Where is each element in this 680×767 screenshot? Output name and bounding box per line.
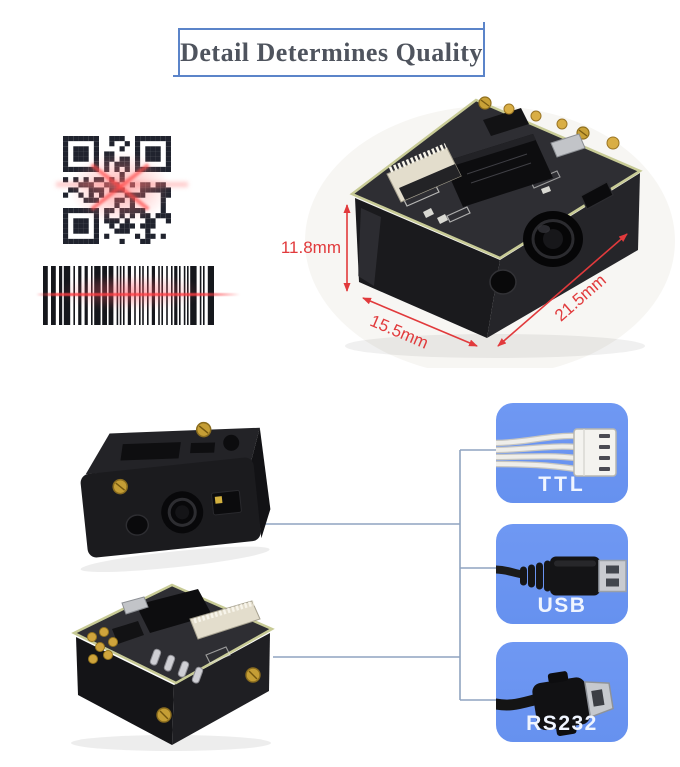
interface-label-ttl: TTL xyxy=(538,473,586,496)
page-title: Detail Determines Quality xyxy=(180,37,483,67)
interface-label-rs232: RS232 xyxy=(526,712,598,735)
scanner-module-pcb-photo xyxy=(56,574,288,754)
interface-box-usb: USB xyxy=(496,524,628,624)
title-banner: Detail Determines Quality xyxy=(173,22,485,77)
scanner-module-front-photo xyxy=(58,412,273,572)
qr-code-icon xyxy=(63,136,171,244)
barcode-icon xyxy=(42,266,214,325)
rs232-connector-icon xyxy=(496,671,614,736)
interface-box-ttl: TTL xyxy=(496,403,628,503)
interface-label-usb: USB xyxy=(537,594,587,617)
ttl-connector-icon xyxy=(496,428,617,477)
scanner-module-isometric-photo xyxy=(295,86,675,368)
usb-plug-icon xyxy=(496,556,627,596)
interface-box-rs232: RS232 xyxy=(496,642,628,742)
connection-lines xyxy=(253,449,499,701)
